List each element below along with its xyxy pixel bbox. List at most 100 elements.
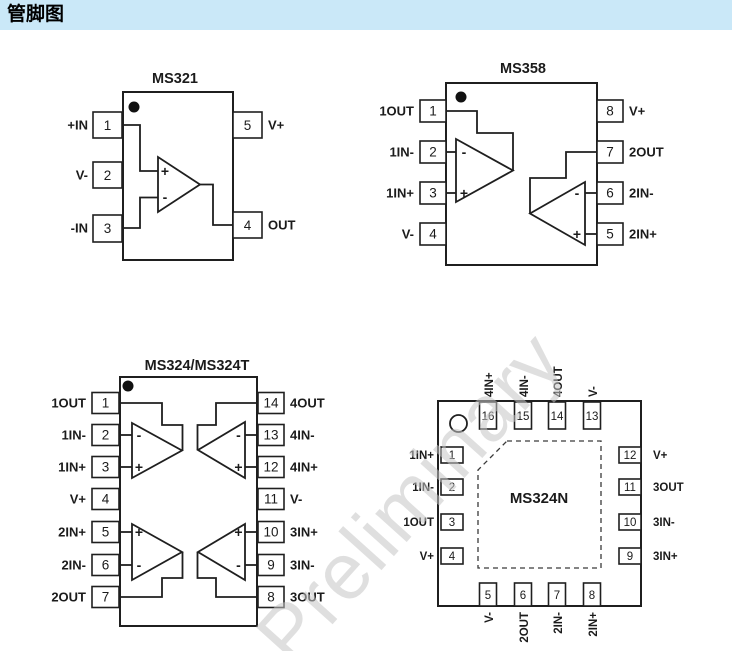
ms324-pin-number: 6 bbox=[102, 558, 110, 573]
ms324-pin-box-1 bbox=[91, 391, 120, 415]
ms324-pin-label: 4IN+ bbox=[290, 460, 318, 475]
ms324n-pin-number: 4 bbox=[449, 551, 456, 563]
ms324-pin-box-7 bbox=[91, 585, 120, 609]
ms324n-pin-box-2 bbox=[440, 478, 464, 496]
ms324n-pin-label: 3IN- bbox=[653, 517, 675, 529]
ms324-wire-amp3-out bbox=[196, 552, 258, 598]
ms324-amp2-plus-sign: + bbox=[135, 524, 143, 540]
ms324-pin-label: 4OUT bbox=[290, 396, 325, 411]
ms358-pin-number: 2 bbox=[429, 145, 437, 160]
ms324-amp1-minus-sign: - bbox=[137, 427, 142, 443]
ms324-amp4-minus-sign: - bbox=[236, 427, 241, 443]
ms321-pin-label: V+ bbox=[268, 118, 285, 133]
ms324-pin-box-6 bbox=[91, 553, 120, 577]
ms324-pin-number: 7 bbox=[102, 590, 110, 605]
ms358-pin-number: 4 bbox=[429, 227, 437, 242]
ms324n-pin-label: 3IN+ bbox=[653, 551, 678, 563]
ms324-amp3-minus-sign: - bbox=[236, 557, 241, 573]
ms324-pin-box-5 bbox=[91, 520, 120, 544]
ms324n-pin-number: 6 bbox=[520, 590, 526, 602]
ms358-pin-label: 2IN- bbox=[629, 186, 654, 201]
ms324-pin-label: 1OUT bbox=[51, 396, 86, 411]
ms321-pin-number: 1 bbox=[104, 118, 112, 133]
ms358-pin-label: V+ bbox=[629, 104, 646, 119]
ms321-pin-label: V- bbox=[76, 168, 88, 183]
ms324n-pin-label: 2IN- bbox=[553, 612, 565, 634]
ms324-pin-number: 11 bbox=[264, 492, 278, 507]
ms324-pin-number: 13 bbox=[263, 428, 278, 443]
ms324n-pin-box-3 bbox=[440, 513, 464, 531]
ms321-pin-number: 2 bbox=[104, 168, 112, 183]
ms324n-pin-box-12 bbox=[618, 446, 642, 464]
ms324-pin-label: V- bbox=[290, 492, 302, 507]
ms324-pin1-marker-dot bbox=[122, 380, 134, 392]
ms324-pin-label: 1IN+ bbox=[58, 460, 86, 475]
ms358-pin-label: 1IN+ bbox=[386, 186, 414, 201]
ms324n-pin-number: 8 bbox=[589, 590, 595, 602]
ms358-diagram: MS358 - + - + 1 2 3 4 8 7 6 5 1OUT 1IN- … bbox=[379, 61, 664, 266]
ms324n-pin-box-1 bbox=[440, 446, 464, 464]
ms324n-pin-number: 2 bbox=[449, 482, 455, 494]
ms321-opamp-triangle bbox=[157, 155, 202, 214]
ms358-amp2-minus-sign: - bbox=[575, 185, 580, 201]
ms324n-pin-label: 1IN+ bbox=[409, 450, 434, 462]
ms358-pin-box-5 bbox=[596, 222, 624, 246]
ms324-pin-number: 3 bbox=[102, 460, 110, 475]
ms321-pin-label: +IN bbox=[67, 118, 88, 133]
ms358-pin-label: 1OUT bbox=[379, 104, 414, 119]
ms324n-pin-label: 4IN+ bbox=[484, 372, 496, 397]
ms358-pin-box-4 bbox=[419, 222, 447, 246]
ms321-pin-box-1 bbox=[92, 111, 123, 139]
ms324-package-outline bbox=[119, 376, 258, 627]
ms321-pin-number: 4 bbox=[244, 218, 252, 233]
ms324n-pin-label: 2IN+ bbox=[588, 612, 600, 637]
ms324n-pin-number: 14 bbox=[551, 411, 564, 423]
ms358-pin-box-6 bbox=[596, 181, 624, 205]
ms324-pin-box-9 bbox=[257, 553, 285, 577]
ms324n-pin-box-14 bbox=[547, 401, 567, 430]
ms324-title: MS324/MS324T bbox=[145, 358, 250, 374]
ms324n-pin-number: 9 bbox=[627, 551, 633, 563]
ms324n-pin-box-11 bbox=[618, 478, 642, 496]
ms358-opamp2-triangle bbox=[528, 180, 586, 247]
ms324n-pin-box-15 bbox=[513, 401, 533, 430]
ms324n-package-outline bbox=[437, 400, 642, 607]
ms324-opamp2-triangle bbox=[131, 522, 184, 582]
ms324-pin-label: 4IN- bbox=[290, 428, 315, 443]
ms324n-pin-label: 4IN- bbox=[519, 375, 531, 397]
ms324n-pin-number: 5 bbox=[485, 590, 491, 602]
ms324-pin-box-10 bbox=[257, 520, 285, 544]
ms358-pin-label: 2IN+ bbox=[629, 227, 657, 242]
ms358-title: MS358 bbox=[500, 61, 546, 77]
ms324-amp4-plus-sign: + bbox=[234, 459, 242, 475]
ms324-wire-amp2-out bbox=[119, 552, 184, 598]
ms324n-pin-box-6 bbox=[513, 582, 533, 607]
ms324-pin-number: 1 bbox=[102, 396, 110, 411]
ms358-pin-box-7 bbox=[596, 140, 624, 164]
ms324n-pin-label: V- bbox=[588, 386, 600, 397]
ms324-opamp1-triangle bbox=[131, 421, 184, 480]
ms324-pin-number: 9 bbox=[267, 558, 275, 573]
ms358-pin-number: 3 bbox=[429, 186, 437, 201]
ms324-opamp3-triangle bbox=[196, 522, 246, 582]
ms324n-pin-box-16 bbox=[478, 401, 498, 430]
ms358-pin-box-2 bbox=[419, 140, 447, 164]
ms324n-pin-label: 4OUT bbox=[553, 366, 565, 397]
ms324-pin-label: 2IN+ bbox=[58, 525, 86, 540]
ms324n-pin-box-13 bbox=[582, 401, 602, 430]
ms324n-pin-number: 7 bbox=[554, 590, 560, 602]
ms324-pin-box-3 bbox=[91, 455, 120, 479]
ms358-opamp1-triangle bbox=[455, 137, 515, 204]
ms358-pin-label: V- bbox=[402, 227, 414, 242]
ms324n-pin-number: 10 bbox=[624, 517, 637, 529]
ms358-pin-box-3 bbox=[419, 181, 447, 205]
ms324-pin-label: 3IN- bbox=[290, 558, 315, 573]
ms358-pin-label: 1IN- bbox=[389, 145, 414, 160]
ms324-pin-box-13 bbox=[257, 423, 285, 447]
ms321-pin-label: -IN bbox=[71, 221, 88, 236]
ms324n-pin-box-10 bbox=[618, 513, 642, 531]
ms324n-pin-label: 1IN- bbox=[412, 482, 434, 494]
ms324n-pin-number: 11 bbox=[624, 482, 636, 494]
ms321-wire-pin3 bbox=[122, 196, 158, 229]
ms324n-pin-number: 1 bbox=[449, 450, 455, 462]
